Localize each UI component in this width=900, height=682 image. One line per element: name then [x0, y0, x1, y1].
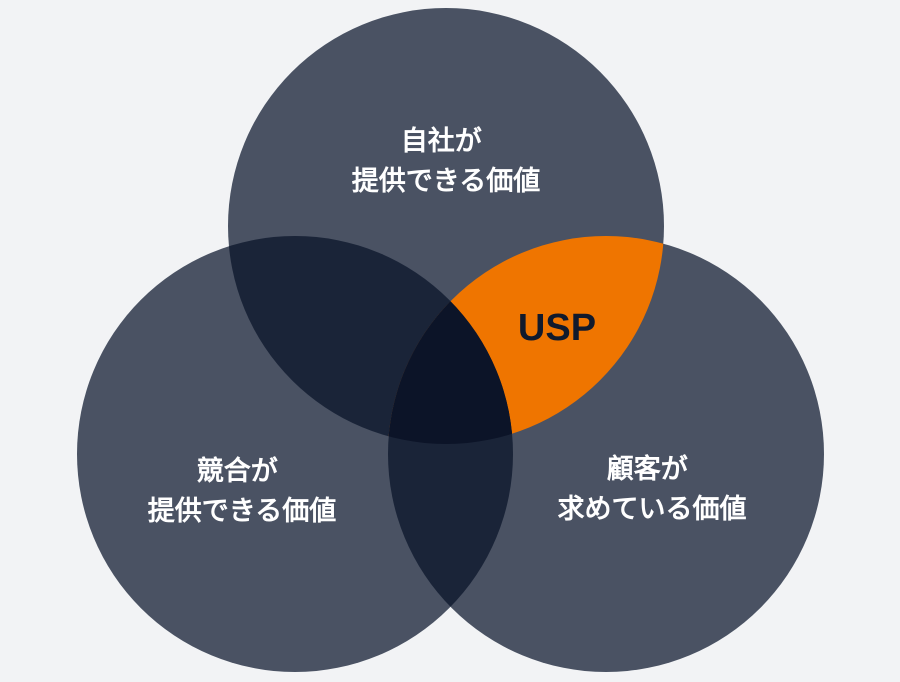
label-customer: 顧客が 求めている価値 [558, 453, 747, 525]
label-company: 自社が 提供できる価値 [352, 125, 540, 197]
overlap-company-competitor [228, 236, 513, 444]
overlap-company-customer [388, 236, 664, 444]
label-usp: USP [518, 307, 596, 349]
label-competitor: 競合が 提供できる価値 [148, 455, 336, 527]
